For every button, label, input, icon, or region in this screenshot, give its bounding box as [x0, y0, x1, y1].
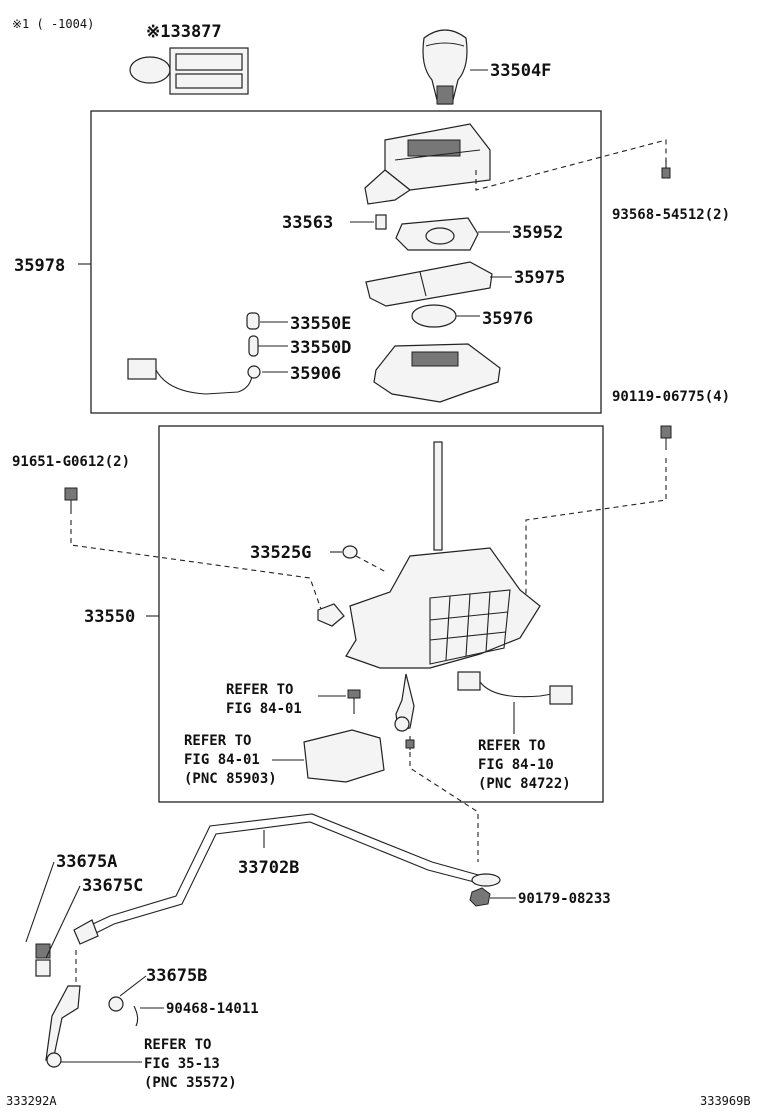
label-33525G: 33525G: [250, 543, 311, 563]
label-35906: 35906: [290, 364, 341, 384]
bracket-85903-drawing: [303, 729, 385, 783]
cable-33702B-drawing: [73, 813, 501, 945]
lever-refer-35-13-drawing: [45, 985, 81, 1068]
nut-90179-drawing: [469, 887, 491, 907]
label-ref2-line2: FIG 84-01: [184, 752, 260, 768]
label-33702B: 33702B: [238, 858, 299, 878]
label-ref1-line2: FIG 84-01: [226, 701, 302, 717]
label-ref1-line1: REFER TO: [226, 682, 293, 698]
bulb-33550D-drawing: [248, 335, 259, 357]
screw-93568-drawing: [661, 160, 671, 179]
label-90468-14011: 90468-14011: [166, 1001, 259, 1017]
screw-90119-drawing: [660, 425, 672, 450]
label-ref4-line1: REFER TO: [144, 1037, 211, 1053]
bulb-33550E-drawing: [246, 312, 260, 330]
label-ref4-line3: (PNC 35572): [144, 1075, 237, 1091]
label-ref3-line2: FIG 84-10: [478, 757, 554, 773]
label-93568-54512: 93568-54512(2): [612, 207, 730, 223]
plate-33877-drawing: [129, 47, 249, 95]
label-33877: ※133877: [146, 22, 222, 42]
label-ref3-line3: (PNC 84722): [478, 776, 571, 792]
lower-assembly-box: [158, 425, 604, 803]
slide-cover-35975-drawing: [365, 261, 493, 307]
label-35978: 35978: [14, 256, 65, 276]
bolt-refer-84-01-drawing: [347, 689, 361, 714]
code-right: 333969B: [700, 1094, 751, 1108]
label-33550D: 33550D: [290, 338, 351, 358]
bushing-33675A-drawing: [35, 943, 51, 959]
label-33675A: 33675A: [56, 852, 117, 872]
label-91651-G0612: 91651-G0612(2): [12, 454, 130, 470]
shift-knob-33504F-drawing: [422, 29, 468, 105]
label-ref4-line2: FIG 35-13: [144, 1056, 220, 1072]
washer-33525G-drawing: [342, 545, 358, 559]
connector-84722-drawing: [457, 671, 573, 705]
label-33504F: 33504F: [490, 61, 551, 81]
label-33675C: 33675C: [82, 876, 143, 896]
label-33550: 33550: [84, 607, 135, 627]
bezel-upper-drawing: [364, 123, 491, 205]
label-90179-08233: 90179-08233: [518, 891, 611, 907]
shift-lever-33550-drawing: [317, 441, 541, 732]
clip-33563-drawing: [375, 214, 387, 230]
label-33675B: 33675B: [146, 966, 207, 986]
clip-90468-drawing: [133, 1005, 139, 1027]
code-left: 333292A: [6, 1094, 57, 1108]
label-90119-06775: 90119-06775(4): [612, 389, 730, 405]
upper-assembly-box: [90, 110, 602, 414]
screw-91651-drawing: [64, 487, 78, 514]
label-33563: 33563: [282, 213, 333, 233]
wire-35906-drawing: [127, 358, 261, 395]
label-ref2-line3: (PNC 85903): [184, 771, 277, 787]
base-35978-drawing: [373, 343, 501, 403]
label-35975: 35975: [514, 268, 565, 288]
bushing-33675C-drawing: [35, 959, 51, 977]
label-33550E: 33550E: [290, 314, 351, 334]
label-35976: 35976: [482, 309, 533, 329]
label-35952: 35952: [512, 223, 563, 243]
cover-35976-drawing: [411, 304, 457, 328]
bushing-33675B-drawing: [108, 996, 124, 1012]
label-ref3-line1: REFER TO: [478, 738, 545, 754]
label-ref2-line1: REFER TO: [184, 733, 251, 749]
label-note-1004: ※1 ( -1004): [12, 17, 94, 31]
plate-35952-drawing: [395, 217, 479, 251]
